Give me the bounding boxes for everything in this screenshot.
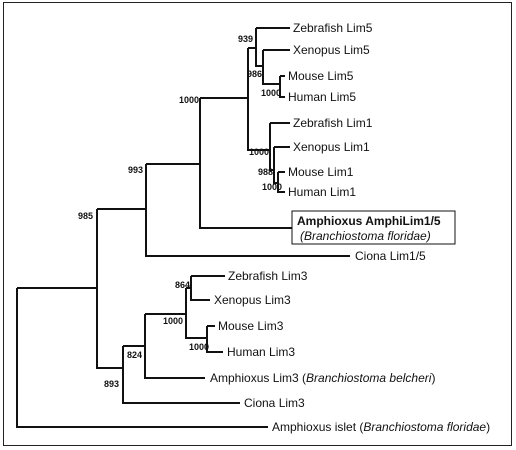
bootstrap-values: 939 986 1000 1000 1000 988 1000 993 985 … [78,34,282,389]
branch-1000-lim15 [199,98,292,229]
branch-986 [262,50,280,85]
branch-1000-lim3 [185,288,207,339]
branch-vert-lim15 [247,48,270,151]
branch-root [16,288,268,428]
branch-ml3 [206,326,223,353]
leaf-mouse-lim3: Mouse Lim3 [218,319,284,333]
leaf-zebrafish-lim5: Zebrafish Lim5 [293,21,373,35]
branch-939 [255,28,263,67]
bootstrap-993: 993 [128,165,143,175]
bootstrap-824: 824 [127,350,142,360]
branch-893 [122,346,240,404]
bootstrap-893: 893 [104,379,119,389]
leaf-xenopus-lim1: Xenopus Lim1 [293,140,370,154]
leaf-zebrafish-lim1: Zebrafish Lim1 [293,116,373,130]
bootstrap-1000-lim1: 1000 [249,147,269,157]
bootstrap-864: 864 [175,280,190,290]
bootstrap-985: 985 [78,211,93,221]
bootstrap-1000-ml3: 1000 [189,342,209,352]
highlight-box [291,210,456,245]
bootstrap-1000-lim15: 1000 [179,95,199,105]
leaf-xenopus-lim3: Xenopus Lim3 [214,293,291,307]
branch-ml1 [277,172,285,193]
branch-ml5 [279,76,285,98]
leaf-ciona-lim3: Ciona Lim3 [244,396,305,410]
leaf-zebrafish-lim3: Zebrafish Lim3 [228,269,308,283]
bootstrap-1000-ml1: 1000 [262,182,282,192]
branch-864 [190,276,210,301]
leaf-human-lim1: Human Lim1 [288,185,356,199]
branch-993 [145,164,350,257]
branch-985 [96,209,123,369]
leaf-ciona-lim15: Ciona Lim1/5 [355,249,426,263]
branch-824 [144,314,205,379]
leaf-amphioxus-islet: Amphioxus islet (Branchiostoma floridae) [272,420,490,434]
bootstrap-1000-lim5: 1000 [261,88,281,98]
leaf-mouse-lim5: Mouse Lim5 [288,69,354,83]
leaf-mouse-lim1: Mouse Lim1 [288,165,354,179]
leaf-amphioxus-amphilim15-species: (Branchiostoma floridae) [300,229,431,243]
figure-frame [3,2,512,446]
leaf-human-lim5: Human Lim5 [288,90,356,104]
bootstrap-1000-lim3: 1000 [163,316,183,326]
bootstrap-939: 939 [238,34,253,44]
leaf-amphioxus-lim3: Amphioxus Lim3 (Branchiostoma belcheri) [210,371,435,385]
tree-branches [16,27,350,428]
leaf-amphioxus-amphilim15: Amphioxus AmphiLim1/5 [297,214,441,228]
branch-988 [273,147,278,184]
bootstrap-986: 986 [247,69,262,79]
bootstrap-988: 988 [258,167,273,177]
leaf-labels: Zebrafish Lim5 Xenopus Lim5 Mouse Lim5 H… [210,21,490,434]
leaf-human-lim3: Human Lim3 [227,345,295,359]
leaf-xenopus-lim5: Xenopus Lim5 [293,43,370,57]
branch-lim1 [269,123,274,171]
